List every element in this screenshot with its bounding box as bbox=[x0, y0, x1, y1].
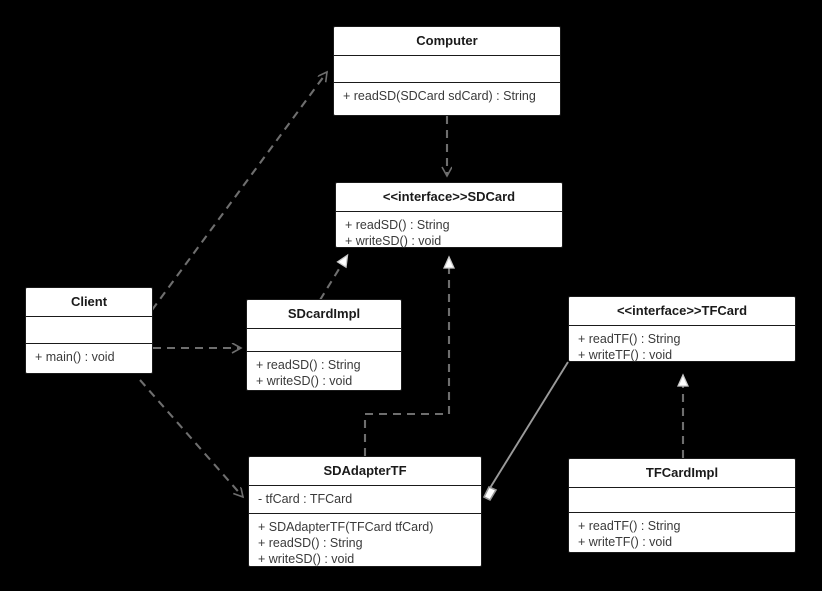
compartment-divider bbox=[334, 82, 560, 83]
edge-client-uses-computer bbox=[151, 72, 327, 311]
class-name-sdadaptertf: SDAdapterTF bbox=[323, 463, 407, 478]
stereotype-label-tfcard: <<interface>> bbox=[616, 303, 702, 318]
methods-compartment-sdadaptertf: + SDAdapterTF(TFCard tfCard) + readSD() … bbox=[249, 514, 481, 573]
methods-compartment-client: + main() : void bbox=[26, 344, 152, 371]
attributes-compartment-client bbox=[26, 317, 152, 343]
attribute-item: - tfCard : TFCard bbox=[258, 492, 353, 506]
compartment-divider bbox=[336, 211, 562, 212]
methods-compartment-tfcard: + readTF() : String + writeTF() : void bbox=[569, 326, 795, 369]
method-item: + writeSD() : void bbox=[256, 374, 353, 388]
edge-sdcardimpl-implements-sdcard bbox=[319, 253, 349, 301]
class-name-tfcard: <<interface>>TFCard bbox=[569, 297, 795, 325]
methods-compartment-computer: + readSD(SDCard sdCard) : String bbox=[334, 83, 560, 110]
interface-name-sdcard: SDCard bbox=[467, 189, 516, 204]
methods-compartment-sdcard: + readSD() : String + writeSD() : void bbox=[336, 212, 562, 255]
class-box-sdadaptertf[interactable]: SDAdapterTF - tfCard : TFCard + SDAdapte… bbox=[248, 456, 482, 567]
method-item: + main() : void bbox=[35, 350, 115, 364]
class-box-client[interactable]: Client + main() : void bbox=[25, 287, 153, 374]
class-box-computer[interactable]: Computer + readSD(SDCard sdCard) : Strin… bbox=[333, 26, 561, 116]
method-item: + writeSD() : void bbox=[258, 552, 355, 566]
method-item: + writeSD() : void bbox=[345, 234, 442, 248]
edge-sdadaptertf-aggregates-tfcard bbox=[482, 361, 569, 502]
method-item: + readSD() : String bbox=[256, 358, 361, 372]
method-item: + readSD() : String bbox=[345, 218, 450, 232]
compartment-divider bbox=[569, 325, 795, 326]
class-box-sdcard[interactable]: <<interface>>SDCard + readSD() : String … bbox=[335, 182, 563, 248]
aggregation-diamond bbox=[482, 485, 498, 502]
compartment-divider bbox=[247, 351, 401, 352]
compartment-divider bbox=[569, 487, 795, 488]
compartment-divider bbox=[26, 343, 152, 344]
methods-compartment-sdcardimpl: + readSD() : String + writeSD() : void bbox=[247, 352, 401, 395]
attributes-compartment-computer bbox=[334, 56, 560, 82]
method-item: + writeTF() : void bbox=[578, 535, 673, 549]
method-item: + readSD(SDCard sdCard) : String bbox=[343, 89, 536, 103]
stereotype-label-sdcard: <<interface>> bbox=[382, 189, 468, 204]
class-name-tfcardimpl: TFCardImpl bbox=[645, 465, 719, 480]
class-name-sdcard: <<interface>>SDCard bbox=[336, 183, 562, 211]
compartment-divider bbox=[249, 485, 481, 486]
edge-client-uses-sdadaptertf bbox=[139, 379, 243, 497]
attributes-compartment-tfcardimpl bbox=[569, 488, 795, 512]
compartment-divider bbox=[26, 316, 152, 317]
class-name-client: Client bbox=[70, 294, 108, 309]
attributes-compartment-sdcardimpl bbox=[247, 329, 401, 351]
class-box-tfcard[interactable]: <<interface>>TFCard + readTF() : String … bbox=[568, 296, 796, 362]
method-item: + readSD() : String bbox=[258, 536, 363, 550]
compartment-divider bbox=[569, 512, 795, 513]
methods-compartment-tfcardimpl: + readTF() : String + writeTF() : void bbox=[569, 513, 795, 556]
attributes-compartment-sdadaptertf: - tfCard : TFCard bbox=[249, 486, 481, 513]
class-name-sdcardimpl: SDcardImpl bbox=[287, 306, 361, 321]
class-box-tfcardimpl[interactable]: TFCardImpl + readTF() : String + writeTF… bbox=[568, 458, 796, 553]
compartment-divider bbox=[334, 55, 560, 56]
method-item: + SDAdapterTF(TFCard tfCard) bbox=[258, 520, 434, 534]
method-item: + readTF() : String bbox=[578, 519, 681, 533]
class-name-computer: Computer bbox=[416, 33, 478, 48]
class-box-sdcardimpl[interactable]: SDcardImpl + readSD() : String + writeSD… bbox=[246, 299, 402, 391]
compartment-divider bbox=[247, 328, 401, 329]
interface-name-tfcard: TFCard bbox=[701, 303, 748, 318]
edge-sdadaptertf-implements-sdcard bbox=[363, 255, 456, 456]
compartment-divider bbox=[249, 513, 481, 514]
method-item: + readTF() : String bbox=[578, 332, 681, 346]
method-item: + writeTF() : void bbox=[578, 348, 673, 362]
